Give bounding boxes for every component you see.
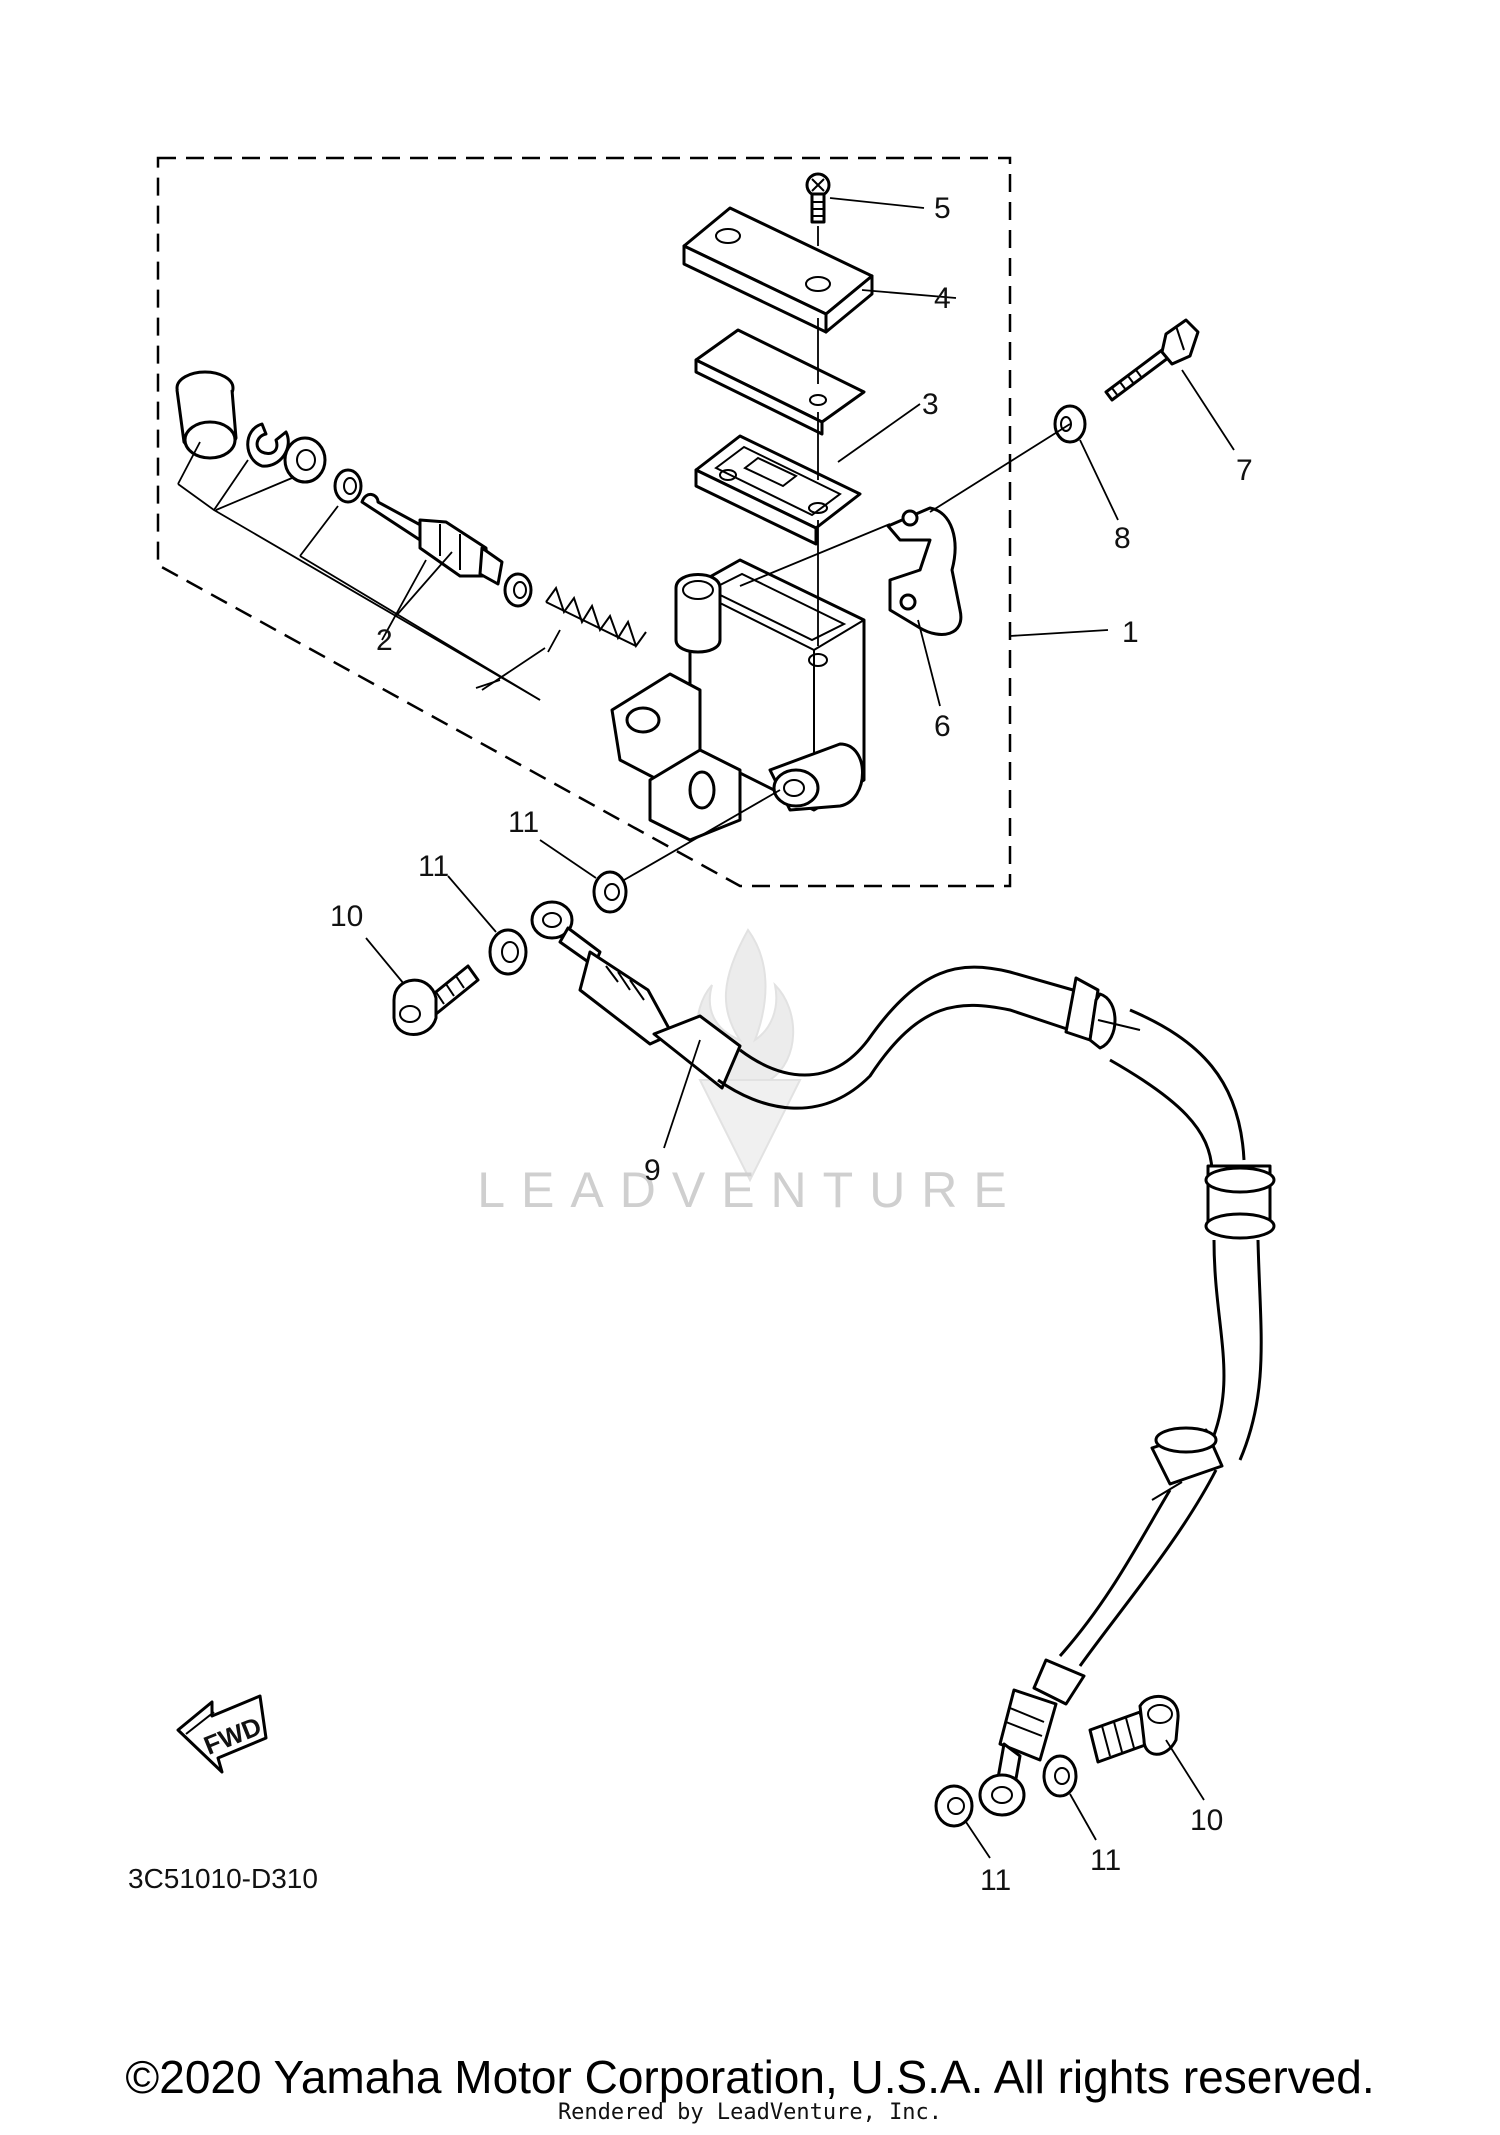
copyright-notice: ©2020 Yamaha Motor Corporation, U.S.A. A… (125, 2051, 1375, 2103)
piston-kit-leaders (177, 459, 561, 701)
part-boot (175, 370, 238, 460)
callout-11-top-a: 11 (508, 806, 539, 839)
callout-2: 2 (376, 624, 393, 657)
diagram-code: 3C51010-D310 (128, 1863, 318, 1894)
part-9-brake-hose (530, 900, 1276, 1817)
part-seal (333, 468, 363, 504)
part-washer-small (283, 436, 327, 484)
part-cup (503, 572, 533, 608)
callout-11-bottom-b: 11 (980, 1864, 1011, 1897)
part-11-washer-top-a (592, 870, 628, 914)
part-circlip (246, 422, 290, 468)
part-10-banjo-bolt-top (392, 964, 480, 1036)
part-1-master-cylinder (610, 558, 866, 842)
callout-4: 4 (934, 282, 951, 315)
part-spring (545, 585, 647, 649)
callout-11-top-b: 11 (418, 850, 449, 883)
callout-1: 1 (1122, 616, 1139, 649)
part-11-washer-bottom-a (934, 1784, 974, 1828)
part-11-washer-bottom-b (1042, 1754, 1078, 1798)
alignment-lines (739, 226, 1071, 646)
callout-7: 7 (1236, 454, 1253, 487)
part-3-diaphragm (694, 434, 862, 546)
part-11-washer-top-b (488, 928, 528, 976)
callout-6: 6 (934, 710, 951, 743)
callout-10-top: 10 (330, 900, 363, 933)
part-6-holder (886, 506, 963, 636)
callout-11-bottom-a: 11 (1090, 1844, 1121, 1877)
part-piston (360, 493, 504, 586)
fwd-arrow-icon: FWD (176, 1694, 268, 1774)
part-5-screw (805, 172, 831, 224)
part-10-banjo-bolt-bottom (1088, 1695, 1180, 1764)
watermark: LEADVENTURE (477, 928, 1023, 1218)
rendered-by-notice: Rendered by LeadVenture, Inc. (557, 2100, 943, 2125)
part-diaphragm-plate (694, 328, 866, 436)
callout-5: 5 (934, 192, 951, 225)
assembly-boundary (156, 156, 1012, 888)
part-4-cap (682, 206, 874, 334)
part-7-bolt (1104, 318, 1200, 402)
callout-9: 9 (644, 1154, 661, 1187)
callout-10-bottom: 10 (1190, 1804, 1223, 1837)
watermark-text: LEADVENTURE (477, 1162, 1023, 1218)
callout-3: 3 (922, 388, 939, 421)
callout-8: 8 (1114, 522, 1131, 555)
